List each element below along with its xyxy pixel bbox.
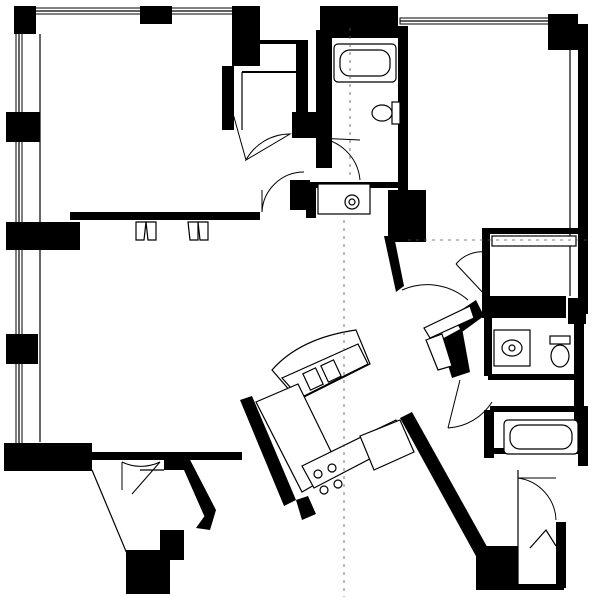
kitchen-island [271, 329, 371, 401]
cooktop [313, 463, 343, 495]
kitchen [255, 329, 415, 495]
door-swing-bedroom [261, 171, 305, 213]
door-swing-closet-se [517, 477, 557, 521]
bedroom-closet-doors [135, 221, 209, 241]
walls [4, 6, 588, 594]
door-swing-closet [244, 133, 292, 162]
door-swing-east-closet [455, 251, 487, 265]
kitchen-counter [255, 383, 415, 495]
door-swings [121, 109, 557, 521]
bathroom-lower [493, 329, 579, 455]
toilet-lower [549, 335, 571, 368]
beam-lines [343, 28, 590, 597]
interior-outlines [39, 34, 577, 584]
toilet-upper [371, 101, 401, 125]
door-swing-entry [121, 461, 161, 467]
window-strip-north [15, 7, 242, 15]
door-swing-bath-upper [315, 137, 361, 181]
door-swing-corridor [401, 284, 469, 301]
door-swing-bath-lower [447, 401, 493, 429]
bathroom-upper [333, 43, 401, 210]
window-strip-north-east [399, 17, 561, 25]
kitchen-sink [302, 367, 324, 391]
